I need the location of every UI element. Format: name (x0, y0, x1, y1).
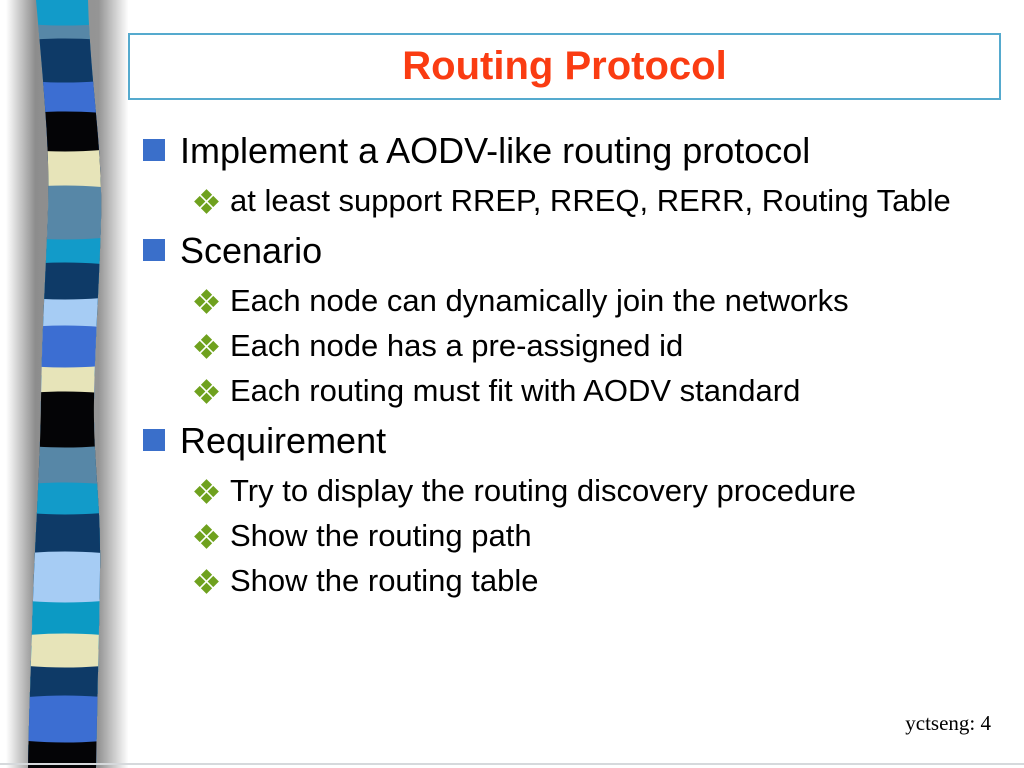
bullet-text: Try to display the routing discovery pro… (230, 473, 857, 508)
square-bullet-icon (143, 139, 165, 161)
bullet-text: Each routing must fit with AODV standard (230, 373, 801, 408)
bullet-item-level2: Show the routing path (193, 516, 1008, 556)
slide-title-box: Routing Protocol (128, 33, 1001, 100)
diamond-bullet-icon (193, 378, 220, 405)
diamond-bullet-icon (193, 478, 220, 505)
diamond-bullet-icon (193, 333, 220, 360)
bullet-text: Each node can dynamically join the netwo… (230, 283, 849, 318)
diamond-bullet-icon (193, 288, 220, 315)
diamond-bullet-icon (193, 188, 220, 215)
bullet-text: at least support RREP, RREQ, RERR, Routi… (230, 183, 951, 218)
bullet-item-level1: Requirement (143, 419, 1008, 463)
bullet-text: Show the routing path (230, 518, 532, 553)
footer-page-label: yctseng: 4 (905, 711, 991, 735)
bullet-text: Requirement (180, 420, 387, 461)
bullet-list: Implement a AODV-like routing protocol at… (143, 121, 1008, 606)
square-bullet-icon (143, 239, 165, 261)
bullet-item-level2: Show the routing table (193, 561, 1008, 601)
bullet-item-level1: Scenario (143, 229, 1008, 273)
slide-title: Routing Protocol (402, 44, 727, 88)
diamond-bullet-icon (193, 523, 220, 550)
bullet-item-level2: Each node has a pre-assigned id (193, 326, 1008, 366)
decorative-ribbon (6, 0, 128, 768)
diamond-bullet-icon (193, 568, 220, 595)
bullet-text: Each node has a pre-assigned id (230, 328, 684, 363)
bottom-edge-line (0, 763, 1024, 765)
bullet-text: Scenario (180, 230, 323, 271)
bullet-item-level2: Each node can dynamically join the netwo… (193, 281, 1008, 321)
bullet-text: Implement a AODV-like routing protocol (180, 130, 811, 171)
square-bullet-icon (143, 429, 165, 451)
bullet-item-level1: Implement a AODV-like routing protocol (143, 129, 1008, 173)
bullet-item-level2: Each routing must fit with AODV standard (193, 371, 1008, 411)
bullet-item-level2: at least support RREP, RREQ, RERR, Routi… (193, 181, 1008, 221)
bullet-item-level2: Try to display the routing discovery pro… (193, 471, 1008, 511)
bullet-text: Show the routing table (230, 563, 539, 598)
